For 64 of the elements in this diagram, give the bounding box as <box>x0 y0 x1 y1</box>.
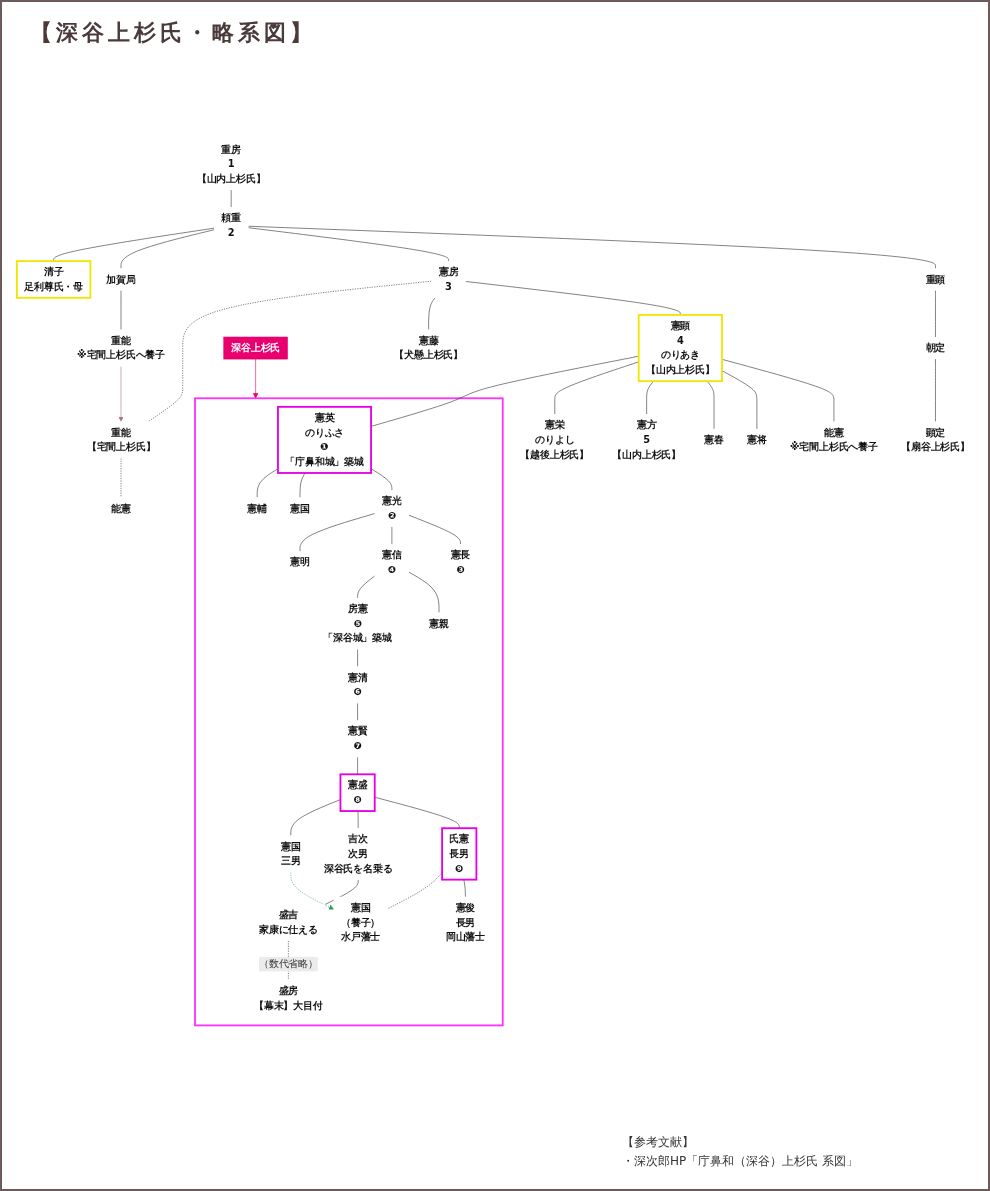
node-text: 憲清 ❻ <box>347 671 368 698</box>
node-text: 盛房 【幕末】大目付 <box>254 984 323 1012</box>
connector <box>290 799 341 836</box>
node-text: 能憲 <box>111 502 131 515</box>
connector <box>721 370 758 430</box>
node-text: 重顕 <box>925 273 946 285</box>
connector <box>463 879 466 898</box>
node-text: 憲国 （養子） 水戸藩士 <box>341 901 381 943</box>
connector <box>721 359 835 422</box>
node-box: 憲顕 4 のりあき 【山内上杉氏】 <box>637 314 723 383</box>
connector <box>646 380 654 415</box>
node-text: 憲俊 長男 岡山藩士 <box>445 901 485 943</box>
node-text: 頼重 2 <box>221 212 241 239</box>
cluster <box>194 397 504 1027</box>
connector <box>465 281 681 316</box>
node-text: 憲国 三男 <box>281 840 301 867</box>
node-text: 憲春 <box>704 433 724 446</box>
node-text: 重能 ※宅間上杉氏へ養子 <box>77 334 165 361</box>
diagram-title: 【深谷上杉氏・略系図】 <box>30 19 316 47</box>
node-text: 憲方 5 【山内上杉氏】 <box>612 419 681 461</box>
connector <box>935 358 936 422</box>
node-text: 重房 1 【山内上杉氏】 <box>196 143 266 185</box>
node-text: 憲賢 ❼ <box>347 725 368 752</box>
node-box: 清子 足利尊氏・母 <box>15 260 92 299</box>
connector <box>428 297 436 330</box>
node-text: 憲輔 <box>247 502 267 515</box>
connector <box>120 229 215 269</box>
node-box: 深谷上杉氏 <box>223 336 288 360</box>
node-box: 憲盛 ❽ <box>339 773 376 812</box>
node-text: 憲親 <box>429 617 449 630</box>
node-text: 重能 【宅間上杉氏】 <box>86 426 156 453</box>
connector <box>299 472 306 498</box>
node-text: 憲栄 のりよし 【越後上杉氏】 <box>520 419 590 461</box>
edge-label: （数代省略） <box>258 958 318 970</box>
node-text: 憲国 <box>290 502 310 515</box>
node-text: 憲将 <box>747 433 767 446</box>
node-text: 房憲 ❺ 「深谷城」築城 <box>323 602 392 644</box>
node-text: 憲房 3 <box>438 265 459 293</box>
node-text: 顕定 【扇谷上杉氏】 <box>901 426 970 453</box>
reference-note: ・深次郎HP「庁鼻和（深谷）上杉氏 系図」 <box>622 1153 859 1170</box>
connector <box>554 361 639 415</box>
node-text: 朝定 <box>925 341 946 354</box>
connector <box>408 514 461 545</box>
node-text: 憲信 ❹ <box>382 548 402 576</box>
connector <box>324 879 359 905</box>
node-text: 加賀局 <box>106 273 136 285</box>
connector <box>248 225 936 269</box>
connector <box>147 280 432 422</box>
connector <box>374 796 460 829</box>
node-text: 憲藤 【犬懸上杉氏】 <box>394 334 463 361</box>
connector <box>248 227 449 262</box>
node-text: 憲明 <box>290 556 310 568</box>
connector <box>53 227 215 262</box>
node-text: 吉次 次男 深谷氏を名乗る <box>323 833 393 875</box>
node-text: 能憲 ※宅間上杉氏へ養子 <box>789 426 878 453</box>
node-text: 憲光 ❷ <box>382 495 402 522</box>
connector <box>935 290 936 338</box>
connector <box>408 571 440 613</box>
node-text: 盛吉 家康に仕える <box>258 909 318 936</box>
reference-heading: 【参考文献】 <box>622 1134 695 1151</box>
node-text: 憲長 ❸ <box>450 548 471 576</box>
node-box: 氏憲 長男 ❾ <box>441 827 478 881</box>
node-box: 憲英 のりふさ ❶ 「庁鼻和城」築城 <box>277 405 372 474</box>
connector <box>299 513 376 552</box>
